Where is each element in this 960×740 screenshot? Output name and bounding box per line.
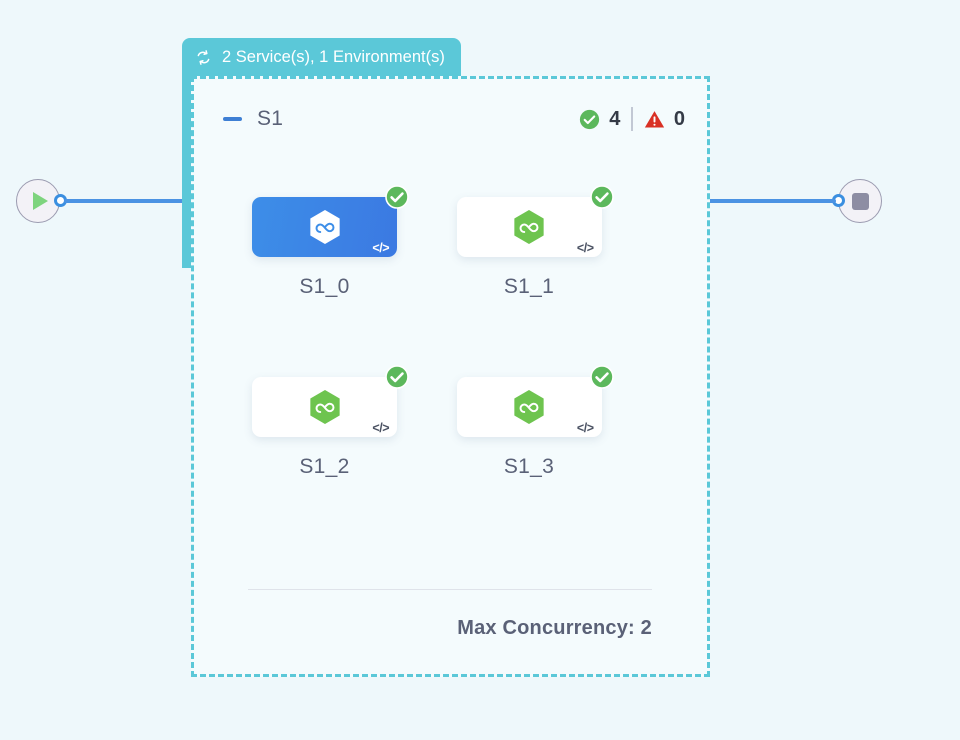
node-grid: </> S1_0 </> (194, 185, 707, 479)
edge-start-to-group (64, 199, 188, 203)
node-card-s1-3[interactable]: </> (456, 365, 614, 437)
check-circle-icon (385, 365, 409, 389)
hexagon-node-icon (514, 210, 544, 244)
check-circle-icon (589, 185, 614, 209)
node-item: </> S1_1 (456, 185, 662, 299)
status-divider (631, 107, 633, 131)
node-item: </> S1_0 (252, 185, 457, 299)
node-card-s1-2[interactable]: </> (252, 365, 409, 437)
group-header[interactable]: 2 Service(s), 1 Environment(s) (182, 38, 461, 76)
code-icon: </> (576, 420, 594, 435)
node-item: </> S1_2 (252, 365, 457, 479)
start-node[interactable] (16, 179, 60, 223)
play-icon (33, 192, 48, 210)
node-item: </> S1_3 (456, 365, 662, 479)
node-label-s1-0: S1_0 (299, 275, 350, 298)
group-left-spine (182, 76, 192, 268)
hexagon-node-icon (309, 210, 340, 244)
group-header-title: 2 Service(s), 1 Environment(s) (222, 47, 445, 66)
node-label-s1-2: S1_2 (299, 455, 350, 478)
hexagon-node-icon (309, 390, 340, 424)
code-icon: </> (576, 240, 594, 255)
node-card-s1-1[interactable]: </> (456, 185, 614, 257)
status-cluster: 4 0 (579, 107, 685, 131)
code-icon: </> (372, 240, 389, 255)
minus-icon[interactable] (220, 107, 244, 131)
edge-group-to-end (708, 199, 836, 203)
check-circle-icon (385, 185, 409, 209)
group-name-label: S1 (257, 107, 284, 130)
node-card-s1-0[interactable]: </> (252, 185, 409, 257)
group-toolbar: S1 4 0 (194, 101, 707, 137)
hexagon-node-icon (514, 390, 544, 424)
max-concurrency-label: Max Concurrency: 2 (457, 617, 652, 639)
service-group: 2 Service(s), 1 Environment(s) S1 4 (182, 38, 710, 678)
code-icon: </> (372, 420, 389, 435)
warning-count: 0 (673, 108, 685, 130)
stop-icon (851, 192, 869, 210)
end-node[interactable] (838, 179, 882, 223)
node-label-s1-3: S1_3 (503, 455, 555, 478)
node-label-s1-1: S1_1 (503, 275, 555, 298)
warning-triangle-icon (644, 110, 664, 128)
success-count: 4 (609, 108, 621, 130)
loop-icon (197, 49, 210, 65)
footer-divider (248, 588, 652, 590)
group-body: S1 4 0 (191, 76, 710, 677)
check-circle-icon (589, 365, 614, 389)
check-circle-icon (580, 109, 600, 129)
